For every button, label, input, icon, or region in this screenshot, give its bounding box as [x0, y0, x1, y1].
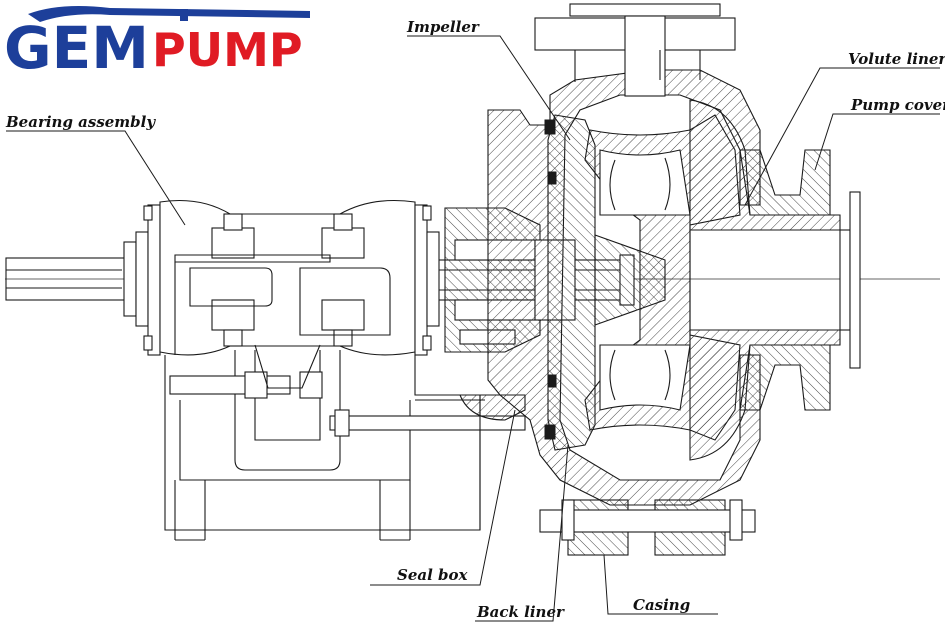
label-bearing-assembly: Bearing assembly	[5, 113, 156, 131]
logo-text-pump: PUMP	[152, 23, 303, 77]
leader-seal-box	[370, 409, 516, 586]
back-liner	[544, 114, 596, 451]
leader-impeller	[407, 35, 571, 141]
logo-swoosh-mark	[180, 9, 188, 21]
leader-pump-cover	[814, 113, 940, 171]
label-casing-group: Casing	[603, 554, 718, 615]
label-volute-liner-group: Volute liner	[744, 50, 945, 206]
leader-bearing-assembly	[6, 130, 186, 226]
label-pump-cover-group: Pump cover	[814, 96, 945, 171]
bearing-assembly	[123, 199, 440, 356]
pedestal-base	[164, 344, 526, 541]
pump-cover	[689, 149, 861, 411]
logo-swoosh	[28, 6, 310, 22]
label-back-liner: Back liner	[476, 603, 565, 621]
label-volute-liner: Volute liner	[848, 50, 945, 68]
label-pump-cover: Pump cover	[850, 96, 945, 114]
leader-back-liner	[475, 444, 569, 622]
leader-casing	[603, 554, 718, 615]
label-bearing-assembly-group: Bearing assembly	[5, 113, 186, 226]
logo-text-gem: GEM	[4, 14, 149, 82]
label-casing: Casing	[633, 596, 690, 614]
label-impeller: Impeller	[406, 18, 480, 36]
gempump-logo: GEM PUMP	[4, 6, 310, 82]
label-back-liner-group: Back liner	[475, 444, 569, 622]
label-impeller-group: Impeller	[406, 18, 571, 141]
leader-volute-liner	[744, 67, 940, 206]
label-seal-box-group: Seal box	[370, 409, 516, 586]
label-seal-box: Seal box	[397, 566, 469, 584]
